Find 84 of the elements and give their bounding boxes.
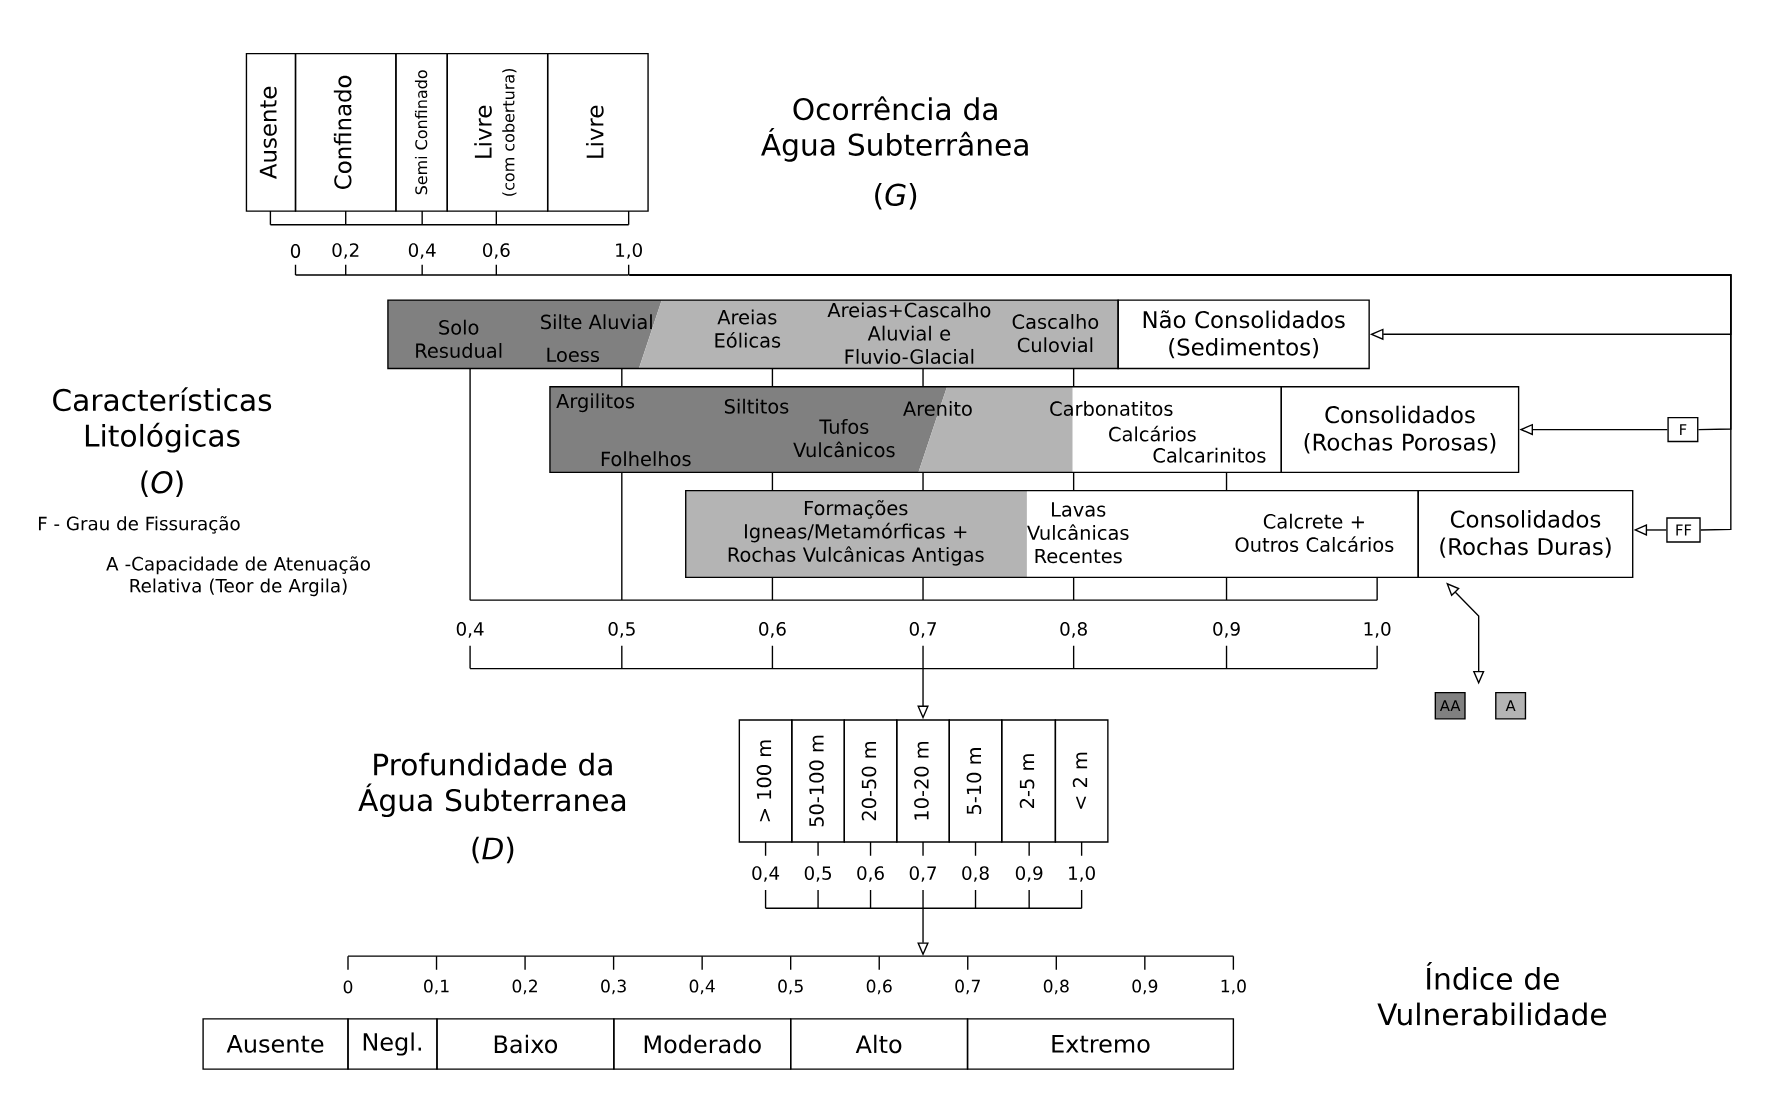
rock-type-label: Folhelhos	[601, 451, 691, 467]
heading: (D)	[472, 836, 514, 864]
scale-number: 0,9	[1213, 621, 1240, 638]
class-box: Extremo	[966, 1018, 1235, 1070]
scale-bar	[347, 955, 1235, 957]
category-box: Não Consolidados (Sedimentos)	[1117, 299, 1370, 370]
category-box: Consolidados (Rochas Porosas)	[1280, 385, 1520, 473]
rock-type-label: Lavas Vulcânicas Recentes	[1027, 502, 1129, 564]
rock-type-label: Tufos Vulcânicos	[793, 418, 895, 458]
scale-number: 0,1	[424, 979, 449, 995]
table-cell: < 2 m	[1054, 719, 1109, 843]
scale-number: 0,9	[1015, 865, 1043, 882]
scale-number: 0,4	[689, 979, 715, 995]
heading: Profundidade da Água Subterranea	[358, 752, 626, 817]
scale-number: 0,5	[778, 979, 803, 995]
scale-number: 0,4	[752, 865, 780, 882]
rock-type-label: Loess	[547, 347, 600, 362]
table-cell: 5-10 m	[948, 719, 1003, 843]
scale-number: 0,6	[866, 979, 892, 995]
scale-number: 0	[343, 980, 353, 994]
scale-number: 0,8	[1060, 621, 1087, 638]
scale-number: 0	[290, 243, 301, 258]
scale-number: 0,2	[332, 243, 359, 259]
heading: Ocorrência da Água Subterrânea	[761, 96, 1028, 162]
rock-type-label: Calcários	[1109, 425, 1196, 442]
heading: (O)	[141, 470, 183, 497]
class-box: Negl.	[347, 1018, 438, 1070]
table-cell: Livre	[546, 52, 649, 212]
rock-type-label: Formações Igneas/Metamórficas + Rochas Vulcânicas Antigas	[728, 499, 984, 566]
factor-box: F	[1667, 416, 1699, 443]
scale-number: 0,6	[857, 865, 884, 882]
scale-number: 1,0	[1069, 865, 1095, 882]
scale-number: 0,6	[483, 243, 510, 259]
connector-line	[628, 274, 1732, 531]
class-box: Moderado	[613, 1018, 792, 1070]
scale-number: 0,4	[408, 243, 436, 259]
table-cell: 50-100 m	[791, 719, 845, 843]
table-cell: Livre (com cobertura)	[446, 52, 549, 212]
class-box: Alto	[790, 1018, 969, 1070]
scale-number: 0,6	[759, 621, 786, 638]
category-box: Consolidados (Rochas Duras)	[1417, 489, 1634, 578]
scale-number: 0,9	[1132, 979, 1158, 995]
scale-number: 1,0	[1221, 979, 1246, 995]
rock-type-label: Calcrete + Outros Calcários	[1235, 513, 1394, 552]
scale-number: 0,7	[955, 979, 980, 995]
heading: Índice de Vulnerabilidade	[1377, 961, 1607, 1026]
scale-number: 0,4	[456, 621, 484, 638]
table-cell: 20-50 m	[843, 719, 898, 843]
class-box: Baixo	[436, 1018, 615, 1070]
scale-number: 1,0	[616, 243, 642, 259]
table-cell: 2-5 m	[1001, 719, 1057, 843]
heading: (G)	[875, 182, 917, 210]
scale-number: 1,0	[1364, 621, 1391, 638]
scale-number: 0,8	[1043, 979, 1069, 995]
rock-type-label: Siltitos	[724, 398, 789, 414]
scale-number: 0,5	[608, 621, 635, 638]
table-cell: Ausente	[245, 52, 297, 212]
class-box: Ausente	[202, 1018, 349, 1070]
heading: Características Litológicas	[53, 386, 272, 453]
scale-number: 0,2	[512, 979, 537, 995]
table-cell: 10-20 m	[896, 719, 950, 843]
scale-bar	[469, 667, 1378, 670]
scale-number: 0,8	[962, 865, 989, 882]
scale-bar	[294, 274, 630, 276]
rock-type-label: Calcarinitos	[1153, 447, 1266, 463]
scale-number: 0,5	[804, 865, 831, 882]
scale-number: 0,3	[601, 979, 626, 995]
rock-type-label: Cascalho Culovial	[1012, 313, 1099, 353]
factor-box: FF	[1666, 517, 1701, 543]
note: F - Grau de Fissuração	[39, 515, 240, 534]
rock-type-label: Carbonatitos	[1050, 400, 1173, 416]
rock-type-label: Areias Eólicas	[715, 309, 781, 348]
rock-type-label: Solo Resudual	[416, 319, 502, 358]
table-cell: Semi Confinado	[395, 52, 448, 212]
scale-bar	[764, 907, 1083, 909]
rock-type-label: Argilitos	[556, 393, 635, 412]
table-cell: > 100 m	[738, 719, 793, 843]
note: A -Capacidade de Atenuação Relativa (Teor de Argila)	[106, 556, 370, 596]
rock-type-label: Areias+Cascalho Aluvial e Fluvio-Glacial	[827, 302, 991, 364]
rock-type-label: Silte Aluvial	[541, 314, 652, 330]
table-cell: Confinado	[294, 52, 397, 212]
scale-number: 0,7	[909, 865, 936, 882]
rock-type-label: Arenito	[903, 400, 972, 416]
scale-number: 0,7	[909, 621, 936, 638]
